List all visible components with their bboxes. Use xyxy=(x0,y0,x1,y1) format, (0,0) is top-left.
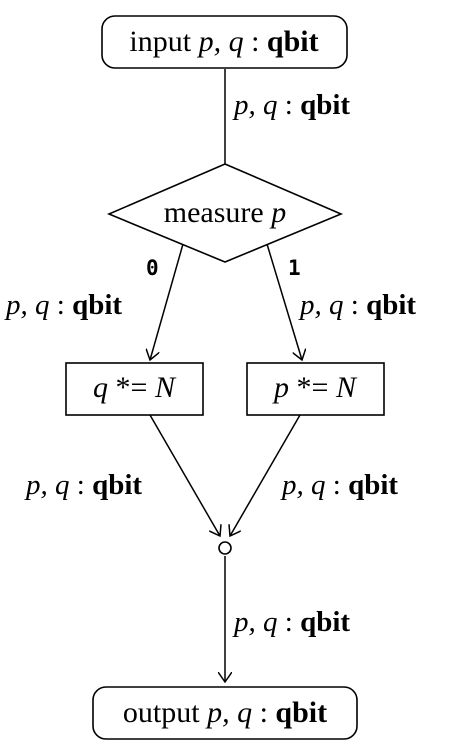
edge-label-measure-to-left: p, q : qbit xyxy=(4,289,122,321)
input-node: input p, q : qbit xyxy=(101,15,348,69)
edge-left-to-join xyxy=(149,414,220,536)
right-op-label: p *= N xyxy=(272,371,358,404)
edge-label-join-to-output: p, q : qbit xyxy=(232,606,350,638)
edge-measure-to-right xyxy=(266,243,302,360)
left-op-box xyxy=(65,362,204,416)
input-node-label: input p, q : qbit xyxy=(129,25,318,58)
output-node-box xyxy=(92,686,358,740)
output-node-label: output p, q : qbit xyxy=(123,696,327,729)
branch-label-one: 1 xyxy=(288,256,301,280)
right-op-box xyxy=(246,362,385,416)
left-op-node: q *= N xyxy=(65,362,204,416)
edge-label-left-to-join: p, q : qbit xyxy=(24,469,142,501)
right-op-node: p *= N xyxy=(246,362,385,416)
measure-diamond xyxy=(106,163,344,263)
left-op-label: q *= N xyxy=(93,371,177,404)
input-node-box xyxy=(101,15,348,69)
edge-measure-to-left xyxy=(150,243,184,360)
measure-node-label: measure p xyxy=(164,196,286,229)
measure-node: measure p xyxy=(106,163,344,263)
edge-right-to-join xyxy=(230,414,301,536)
edge-label-measure-to-right: p, q : qbit xyxy=(298,289,416,321)
output-node: output p, q : qbit xyxy=(92,686,358,740)
join-node xyxy=(218,541,232,555)
branch-label-zero: 0 xyxy=(146,256,159,280)
edge-label-right-to-join: p, q : qbit xyxy=(280,469,398,501)
edge-label-input-to-measure: p, q : qbit xyxy=(232,89,350,121)
